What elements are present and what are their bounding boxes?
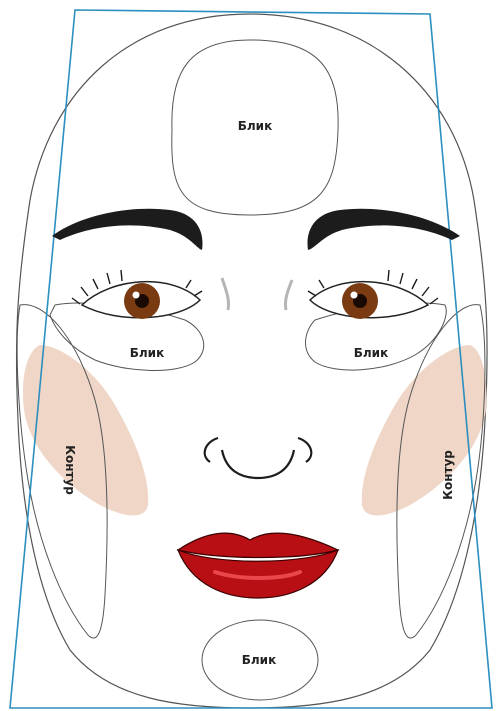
label-chin-highlight: Блик [242, 653, 277, 667]
eye-glint-right [351, 292, 358, 299]
label-under-eye-right-highlight: Блик [354, 346, 389, 360]
nose-bridge-shadow-right [285, 280, 292, 310]
nose [205, 438, 312, 478]
eye-left [72, 270, 202, 319]
label-forehead-highlight: Блик [238, 119, 273, 133]
eyebrow-left [52, 209, 203, 250]
nose-bridge-shadow-left [222, 278, 229, 310]
label-contour-left: Контур [63, 445, 77, 495]
eyebrow-right [307, 209, 460, 250]
eye-glint-left [133, 292, 140, 299]
trapezoid-guide [10, 10, 492, 708]
lips [178, 533, 338, 598]
label-under-eye-left-highlight: Блик [130, 346, 165, 360]
eye-right [308, 270, 438, 319]
label-contour-right: Контур [441, 450, 455, 500]
upper-lip [178, 533, 338, 557]
